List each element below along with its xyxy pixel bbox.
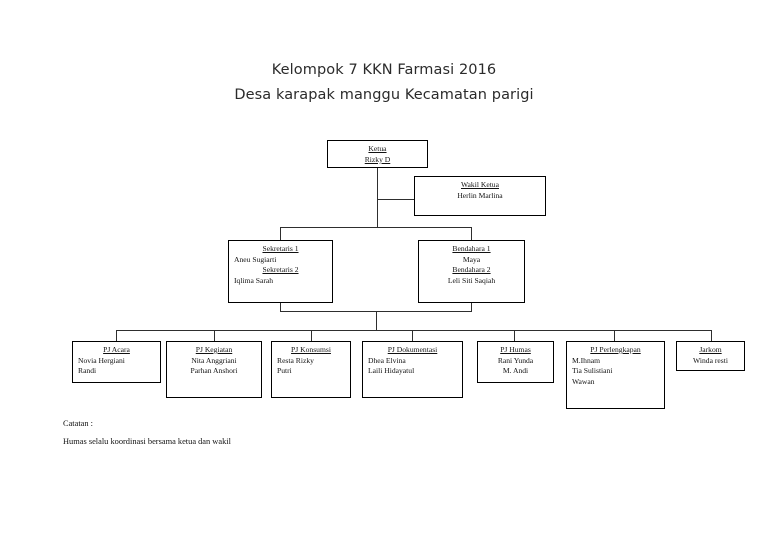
connector-sekretaris-drop [280,227,282,240]
node-division-dokumentasi[interactable]: PJ Dokumentasi Dhea Elvina Laili Hidayat… [362,341,463,398]
node-division-konsumsi-member-1: Resta Rizky [277,355,314,365]
node-sekretaris-role-1: Sekretaris 1 [262,244,299,253]
node-division-kegiatan-member-1: Nita Anggriani [191,355,237,365]
node-bendahara-role-2: Bendahara 2 [452,265,491,275]
connector-bendahara-drop [471,227,473,240]
node-sekretaris[interactable]: Sekretaris 1 Aneu Sugiarti Sekretaris 2 … [228,240,333,303]
node-division-jarkom-member-1: Winda resti [693,355,728,365]
node-ketua[interactable]: Ketua Rizky D [327,140,428,168]
node-division-konsumsi[interactable]: PJ Konsumsi Resta Rizky Putri [271,341,351,398]
node-sekretaris-person-2: Iqlima Sarah [234,275,274,285]
node-sekretaris-person-1: Aneu Sugiarti [234,254,277,264]
connector-division-bar [116,330,711,332]
connector-division-drop-6 [614,330,616,341]
node-division-acara-role: PJ Acara [103,345,130,354]
node-division-perlengkapan-member-1: M.Ihnam [572,355,601,365]
connector-center-stem [376,311,378,331]
connector-level2-bar [280,227,472,229]
node-bendahara[interactable]: Bendahara 1 Maya Bendahara 2 Leli Siti S… [418,240,525,303]
node-division-konsumsi-role: PJ Konsumsi [291,345,331,354]
node-division-humas-role: PJ Humas [500,345,531,354]
node-division-kegiatan[interactable]: PJ Kegiatan Nita Anggriani Parhan Anshor… [166,341,262,398]
note-text: Humas selalu koordinasi bersama ketua da… [63,437,231,446]
node-wakil-ketua[interactable]: Wakil Ketua Herlin Marlina [414,176,546,216]
node-division-perlengkapan[interactable]: PJ Perlengkapan M.Ihnam Tia Sulistiani W… [566,341,665,409]
connector-ketua-stem [377,168,379,228]
node-division-perlengkapan-role: PJ Perlengkapan [590,345,641,354]
node-sekretaris-role-2: Sekretaris 2 [262,265,299,275]
node-division-kegiatan-member-2: Parhan Anshori [190,366,238,376]
node-division-kegiatan-role: PJ Kegiatan [195,345,233,354]
title-line-primary: Kelompok 7 KKN Farmasi 2016 [271,62,497,78]
page-title: Kelompok 7 KKN Farmasi 2016 Desa karapak… [0,58,768,108]
connector-bendahara-out [471,303,473,312]
connector-division-drop-2 [214,330,216,341]
node-division-acara[interactable]: PJ Acara Novia Hergiani Randi [72,341,161,383]
node-division-perlengkapan-member-2: Tia Sulistiani [572,366,613,376]
node-division-konsumsi-member-2: Putri [277,366,292,376]
node-division-humas[interactable]: PJ Humas Rani Yunda M. Andi [477,341,554,383]
node-ketua-person: Rizky D [364,154,391,164]
node-division-dokumentasi-role: PJ Dokumentasi [387,345,438,354]
node-division-jarkom[interactable]: Jarkom Winda resti [676,341,745,371]
node-division-dokumentasi-member-1: Dhea Elvina [368,355,406,365]
connector-division-drop-4 [412,330,414,341]
note-label: Catatan : [63,419,93,428]
connector-division-drop-1 [116,330,118,341]
node-division-acara-member-2: Randi [78,366,97,376]
node-division-humas-member-1: Rani Yunda [497,355,534,365]
node-bendahara-role-1: Bendahara 1 [452,244,491,253]
node-division-dokumentasi-member-2: Laili Hidayatul [368,366,415,376]
connector-sekretaris-out [280,303,282,312]
node-division-perlengkapan-member-3: Wawan [572,376,595,386]
node-division-acara-member-1: Novia Hergiani [78,355,125,365]
node-bendahara-person-1: Maya [462,254,481,264]
node-division-humas-member-2: M. Andi [502,366,529,376]
connector-division-drop-5 [514,330,516,341]
node-division-jarkom-role: Jarkom [699,345,722,354]
connector-division-drop-7 [711,330,713,341]
node-wakil-ketua-role: Wakil Ketua [461,180,499,189]
connector-division-drop-3 [311,330,313,341]
connector-wakil-stub [377,199,414,201]
node-bendahara-person-2: Leli Siti Saqiah [447,275,496,285]
node-ketua-role: Ketua [368,144,387,153]
node-wakil-ketua-person: Herlin Marlina [457,190,503,200]
title-line-secondary: Desa karapak manggu Kecamatan parigi [234,87,534,103]
